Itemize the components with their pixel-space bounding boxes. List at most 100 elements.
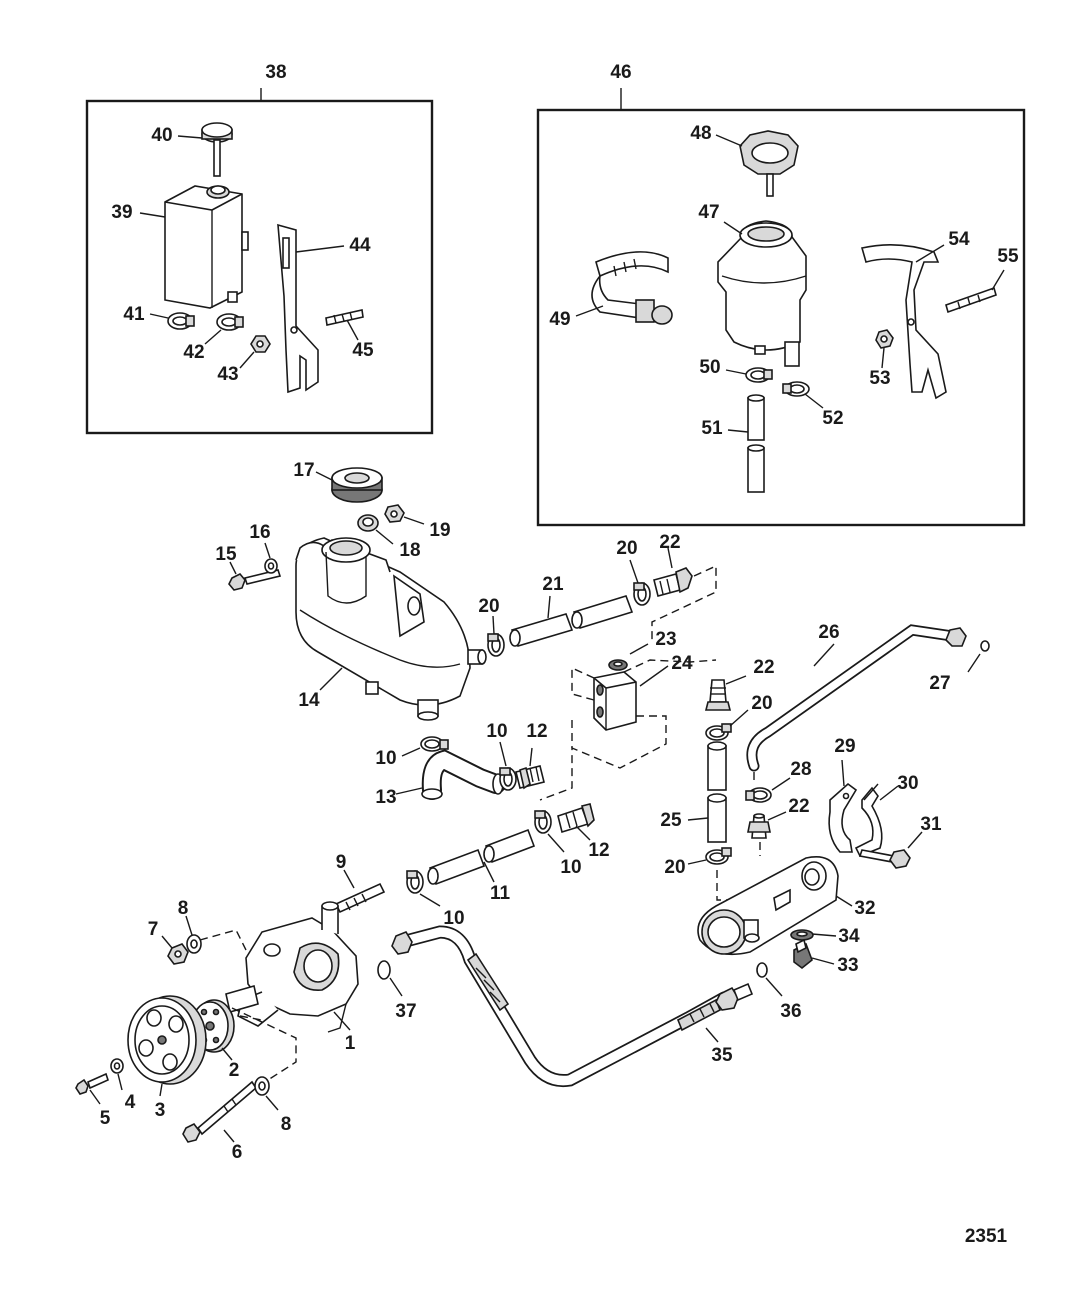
hose-25: [707, 741, 727, 843]
fitting-22-upper: [653, 567, 693, 597]
washer-8-lower: [254, 1076, 270, 1096]
callout-5: 5: [100, 1108, 111, 1129]
callout-52: 52: [822, 408, 843, 429]
callout-50: 50: [699, 357, 720, 378]
callout-35: 35: [711, 1045, 733, 1066]
return-line-26: [746, 624, 967, 780]
callout-12-b: 12: [588, 840, 609, 861]
reservoir-cap-40: [201, 122, 233, 177]
callout-2: 2: [229, 1060, 240, 1081]
callout-18: 18: [399, 540, 420, 561]
callout-30: 30: [897, 773, 918, 794]
mounting-bracket-44: [277, 223, 319, 394]
callout-22-a: 22: [659, 532, 680, 553]
hose-clamp-52: [782, 381, 810, 397]
stud-45: [325, 309, 364, 326]
drain-plug-33: [793, 938, 813, 970]
callout-42: 42: [183, 342, 204, 363]
hose-clamp-20-upper-right: [633, 582, 651, 606]
bolt-31: [858, 849, 911, 869]
hose-51: [747, 394, 765, 493]
callout-47: 47: [698, 202, 719, 223]
hose-clamp-50: [745, 367, 773, 383]
callout-33: 33: [837, 955, 858, 976]
callout-46: 46: [610, 62, 631, 83]
bolt-6: [182, 1080, 258, 1143]
callout-14: 14: [298, 690, 320, 711]
inset-reservoir-kit-left: 38 40 39 41: [85, 62, 434, 435]
fitting-22-lower: [747, 813, 771, 839]
washer-16: [264, 558, 278, 574]
washer-34: [790, 929, 814, 941]
main-exploded-view: 17 18 19 15 16: [75, 460, 990, 1163]
callout-51: 51: [701, 418, 723, 439]
callout-40: 40: [151, 125, 172, 146]
nut-53: [875, 329, 894, 349]
callout-54: 54: [948, 229, 970, 250]
hose-clamp-20-mid: [705, 723, 732, 741]
hose-clamp-20-upper-left: [487, 633, 505, 657]
hose-clamp-42: [216, 313, 244, 331]
figure-number: 2351: [965, 1226, 1008, 1247]
callout-20-d: 20: [664, 857, 685, 878]
callout-41: 41: [123, 304, 145, 325]
callout-1: 1: [345, 1033, 356, 1054]
hose-11: [427, 828, 536, 886]
hose-clamp-10-lower: [406, 870, 424, 894]
reservoir-tank-39: [164, 185, 249, 309]
filler-cap-17: [331, 467, 383, 503]
fitting-12-upper: [515, 765, 545, 790]
callout-17: 17: [293, 460, 314, 481]
bolt-5: [75, 1072, 109, 1095]
callout-10-a: 10: [375, 748, 396, 769]
callout-8-b: 8: [281, 1114, 292, 1135]
reservoir-cap-48: [739, 130, 799, 197]
callout-31: 31: [920, 814, 942, 835]
o-ring-27: [980, 640, 990, 652]
strap-29: [828, 782, 858, 853]
callout-38: 38: [265, 62, 286, 83]
fitting-12-lower: [557, 803, 595, 834]
callout-23: 23: [655, 629, 676, 650]
callout-7: 7: [148, 919, 159, 940]
callout-53: 53: [869, 368, 890, 389]
callout-12-a: 12: [526, 721, 547, 742]
callout-48: 48: [690, 123, 711, 144]
callout-22-b: 22: [753, 657, 774, 678]
hose-21: [509, 595, 634, 647]
pulley-3: [127, 995, 207, 1085]
callout-9: 9: [336, 852, 347, 873]
reservoir-47: [717, 220, 807, 367]
washer-8-upper: [186, 934, 202, 954]
reservoir-14: [295, 537, 487, 721]
hose-clamp-28: [745, 787, 772, 803]
o-ring-36: [756, 962, 768, 978]
hose-clamp-10-left: [420, 736, 449, 752]
stud-55: [945, 286, 997, 314]
hose-clamp-10-mid: [499, 767, 517, 791]
pressure-hose-35: [391, 925, 754, 1088]
callout-24: 24: [671, 653, 693, 674]
callout-26: 26: [818, 622, 839, 643]
callout-20-c: 20: [751, 693, 772, 714]
callout-15: 15: [215, 544, 237, 565]
elbow-hose-13: [421, 749, 506, 800]
strap-30: [854, 783, 883, 858]
hose-clamp-41: [167, 312, 195, 330]
callout-10-d: 10: [443, 908, 464, 929]
inset-reservoir-kit-right: 46 48 47 49: [536, 62, 1026, 527]
callout-8-a: 8: [178, 898, 189, 919]
callout-45: 45: [352, 340, 374, 361]
nut-43: [250, 335, 271, 353]
callout-27: 27: [929, 673, 950, 694]
callout-44: 44: [349, 235, 371, 256]
band-clamp-49: [591, 251, 673, 325]
stud-9: [334, 882, 386, 914]
callout-19: 19: [429, 520, 450, 541]
callout-25: 25: [660, 810, 682, 831]
mounting-bracket-54: [860, 244, 947, 400]
callout-10-c: 10: [560, 857, 581, 878]
callout-16: 16: [249, 522, 270, 543]
callout-32: 32: [854, 898, 875, 919]
callout-55: 55: [997, 246, 1019, 267]
